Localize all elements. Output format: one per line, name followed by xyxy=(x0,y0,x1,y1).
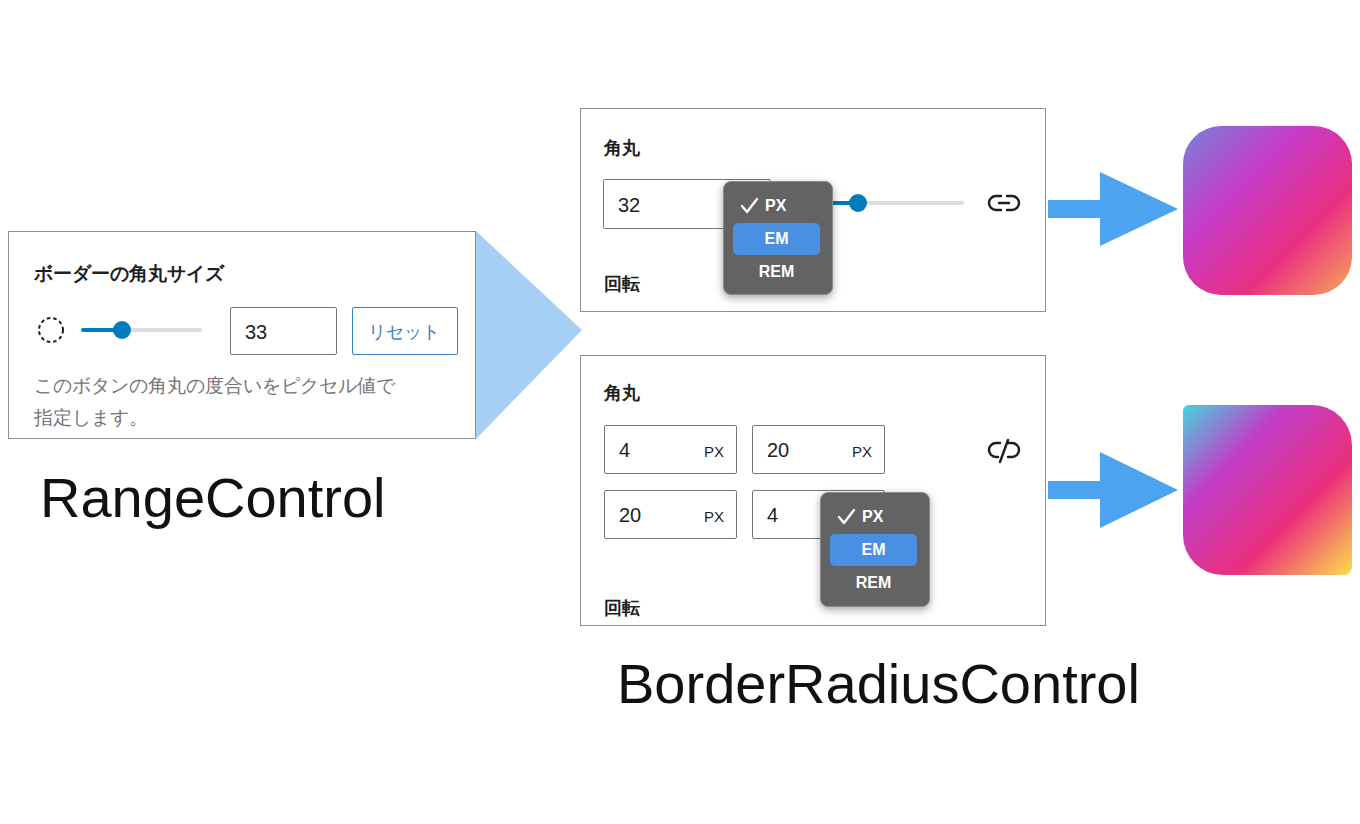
panel-title: 回転 xyxy=(604,597,640,620)
input-value: 33 xyxy=(245,320,267,345)
menu-option-selected: EM xyxy=(733,223,820,255)
reset-button: リセット xyxy=(352,307,458,355)
unit-menu: PX EM REM xyxy=(820,492,930,607)
component-name: RangeControl xyxy=(40,470,386,526)
menu-option-selected: EM xyxy=(830,534,917,566)
help-text: このボタンの角丸の度合いをピクセル値で 指定します。 xyxy=(34,370,406,434)
panel-title: ボーダーの角丸サイズ xyxy=(34,262,224,286)
input-value: 20 xyxy=(767,438,789,463)
component-name: BorderRadiusControl xyxy=(617,656,1140,712)
check-mark xyxy=(742,199,757,212)
check-mark xyxy=(839,510,854,523)
check-mark xyxy=(738,194,768,224)
input-value: 4 xyxy=(619,438,630,463)
menu-option: REM xyxy=(724,262,829,282)
settings-panel: 33 リセット ボーダーの角丸サイズこのボタンの角丸の度合いをピクセル値で 指定しま… xyxy=(8,231,476,439)
rounded-square xyxy=(1183,126,1352,295)
input-value: 20 xyxy=(619,503,641,528)
settings-panel: 32 PX EM REM 角丸回転 xyxy=(580,108,1046,312)
number-input: 20 PX xyxy=(752,425,885,474)
slider-thumb xyxy=(113,321,131,339)
menu-option: REM xyxy=(821,573,926,593)
input-value: 4 xyxy=(767,503,778,528)
number-input: 33 xyxy=(230,307,337,355)
button-label: リセット xyxy=(353,321,454,344)
callout-triangle xyxy=(476,231,582,439)
panel-title: 角丸 xyxy=(604,382,640,405)
settings-panel: 4PX20PX20PX4PXEMREM角丸回転 xyxy=(580,355,1046,626)
result-arrow xyxy=(1048,172,1178,246)
panel-title: 回転 xyxy=(604,273,640,296)
number-input: 20 PX xyxy=(604,490,737,539)
menu-option: PX xyxy=(862,507,883,527)
unit-menu: PX EM REM xyxy=(723,181,833,295)
result-arrow xyxy=(1048,452,1178,528)
unit-label: PX xyxy=(852,442,872,461)
input-value: 32 xyxy=(618,193,640,218)
slider-thumb xyxy=(849,194,867,212)
unit-label: PX xyxy=(704,507,724,526)
number-input: 4 PX xyxy=(604,425,737,474)
link-icon xyxy=(989,196,1019,210)
rounded-square xyxy=(1183,405,1352,575)
radius-icon xyxy=(39,318,63,342)
panel-title: 角丸 xyxy=(604,137,640,160)
slider-track xyxy=(83,328,200,332)
unit-label: PX xyxy=(704,442,724,461)
check-mark xyxy=(835,505,865,535)
menu-option: PX xyxy=(765,196,786,216)
unlink-icon xyxy=(989,440,1019,462)
